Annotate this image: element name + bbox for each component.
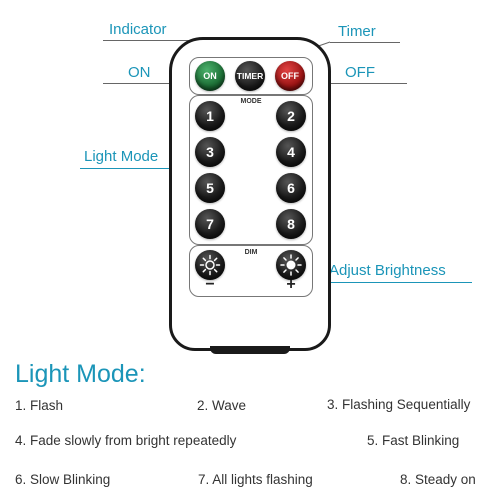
adjust-brightness-callout: Adjust Brightness <box>329 262 446 279</box>
light-mode-heading: Light Mode: <box>15 360 146 388</box>
on-leader-line <box>103 83 195 84</box>
mode-button-2[interactable]: 2 <box>276 101 306 131</box>
adjust-brightness-leader-line <box>322 282 472 283</box>
mode-item-8: 8. Steady on <box>400 472 476 487</box>
minus-label: − <box>205 276 215 293</box>
plus-label: + <box>286 276 296 293</box>
timer-button[interactable]: TIMER <box>235 61 265 91</box>
off-leader-line <box>310 83 407 84</box>
dim-panel <box>189 245 313 297</box>
dim-sun-icon <box>199 254 221 276</box>
mode-button-4[interactable]: 4 <box>276 137 306 167</box>
mode-button-5[interactable]: 5 <box>195 173 225 203</box>
off-callout: OFF <box>345 64 375 81</box>
mode-button-1[interactable]: 1 <box>195 101 225 131</box>
off-button[interactable]: OFF <box>275 61 305 91</box>
dim-down-button[interactable] <box>195 250 225 280</box>
mode-button-6[interactable]: 6 <box>276 173 306 203</box>
dim-label: DIM <box>244 249 258 256</box>
timer-leader-line <box>330 42 400 43</box>
mode-button-8[interactable]: 8 <box>276 209 306 239</box>
mode-panel <box>189 95 313 245</box>
mode-item-6: 6. Slow Blinking <box>15 472 111 487</box>
indicator-callout: Indicator <box>109 21 167 38</box>
mode-button-3[interactable]: 3 <box>195 137 225 167</box>
on-button[interactable]: ON <box>195 61 225 91</box>
mode-item-1: 1. Flash <box>15 398 64 413</box>
mode-label: MODE <box>240 98 262 105</box>
mode-button-7[interactable]: 7 <box>195 209 225 239</box>
light-mode-callout: Light Mode <box>84 148 159 165</box>
on-callout: ON <box>128 64 151 81</box>
mode-item-7: 7. All lights flashing <box>198 472 313 487</box>
light-mode-leader-line <box>80 168 180 169</box>
brighten-up-button[interactable] <box>276 250 306 280</box>
mode-item-3: 3. Flashing Sequentially <box>327 397 471 412</box>
bright-sun-icon <box>280 254 302 276</box>
power-panel <box>189 57 313 95</box>
timer-callout: Timer <box>338 23 376 40</box>
mode-item-5: 5. Fast Blinking <box>367 433 460 448</box>
indicator-leader-line <box>103 40 251 41</box>
mode-item-4: 4. Fade slowly from bright repeatedly <box>15 433 237 448</box>
remote-bottom-notch <box>210 346 290 354</box>
mode-item-2: 2. Wave <box>197 398 247 413</box>
